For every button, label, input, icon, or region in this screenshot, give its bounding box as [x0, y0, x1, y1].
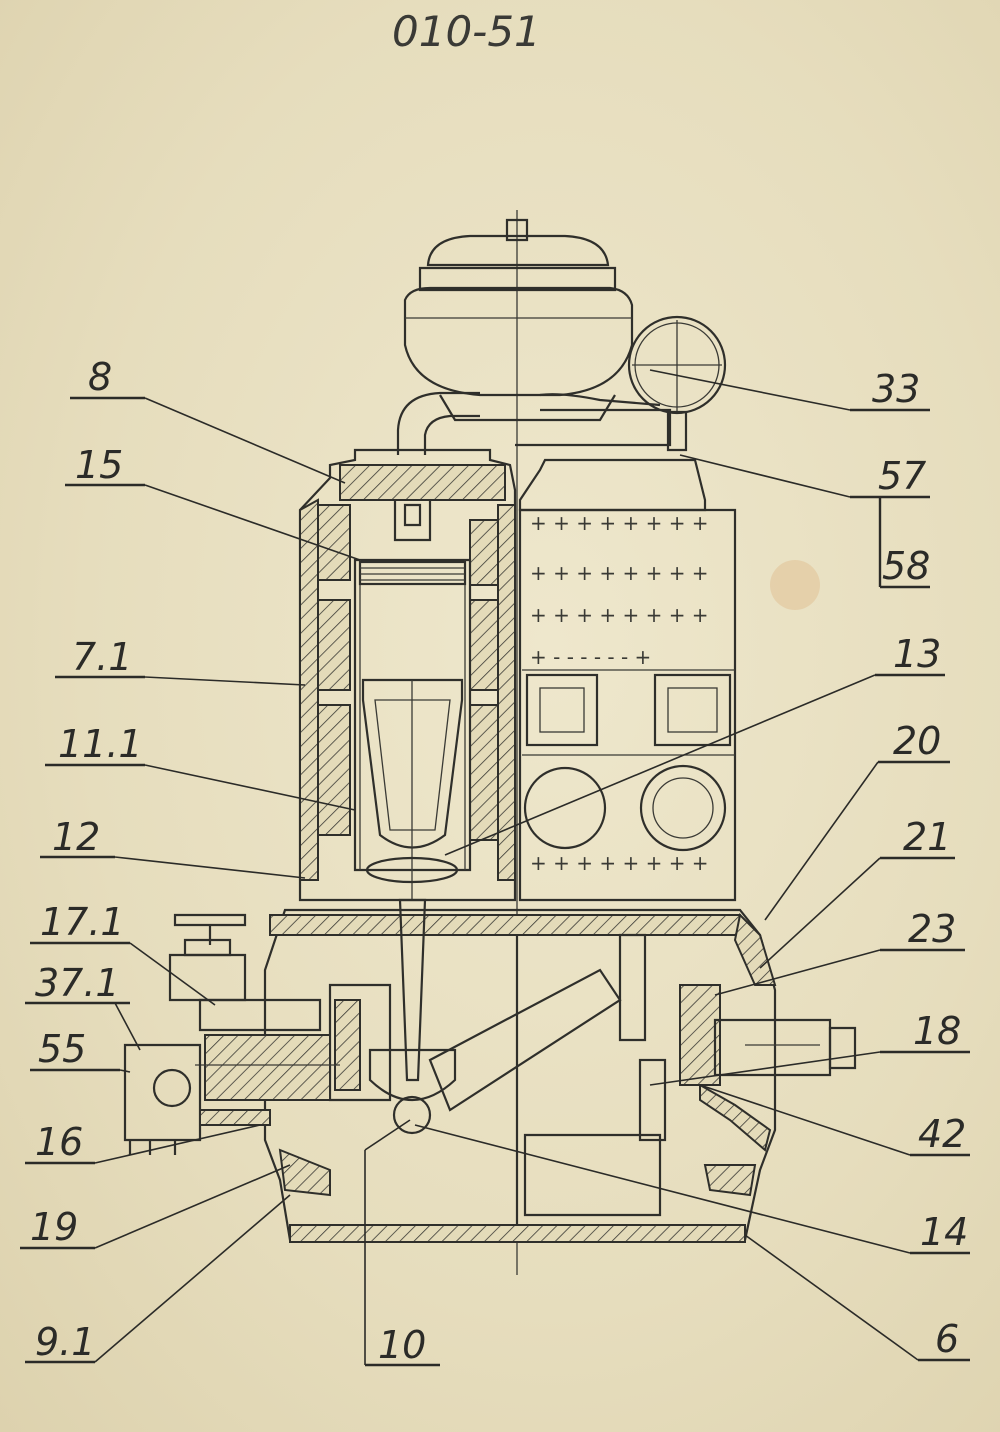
label-21: 21: [903, 815, 951, 859]
label-6: 6: [935, 1317, 959, 1361]
svg-text:+ - - - - - - +: + - - - - - - +: [530, 645, 651, 669]
crankcase: [263, 898, 857, 1243]
svg-text:+ + + + + + + +: + + + + + + + +: [530, 851, 709, 875]
label-15: 15: [75, 443, 123, 487]
label-8: 8: [88, 355, 112, 399]
label-underlines: [20, 396, 970, 1367]
label-13: 13: [893, 632, 941, 676]
label-10: 10: [378, 1323, 426, 1367]
leader-lines: [94, 369, 919, 1365]
pressure-gauge: [627, 315, 727, 452]
label-57: 57: [878, 454, 926, 498]
left-labels: 8 15 7.1 11.1 12 17.1 37.1 55 16 19 9.1: [30, 355, 143, 1364]
cylinder-block: [298, 448, 517, 902]
label-37-1: 37.1: [35, 961, 120, 1005]
label-33: 33: [872, 367, 920, 411]
svg-text:+ + + + + + + +: + + + + + + + +: [530, 603, 709, 627]
intake-pipe: [396, 391, 672, 455]
drawing-number: 010-51: [392, 7, 541, 56]
label-11-1: 11.1: [58, 722, 143, 766]
stain-spot: [770, 560, 820, 610]
label-58: 58: [882, 544, 930, 588]
label-18: 18: [913, 1009, 961, 1053]
label-16: 16: [35, 1120, 83, 1164]
label-20: 20: [893, 719, 941, 763]
label-23: 23: [908, 907, 956, 951]
label-42: 42: [918, 1112, 966, 1156]
svg-text:+ + + + + + + +: + + + + + + + +: [530, 561, 709, 585]
oil-pump-assembly: [123, 913, 340, 1155]
right-labels: 33 57 58 13 20 21 23 18 42 14 6: [872, 367, 968, 1361]
label-9-1: 9.1: [35, 1320, 95, 1364]
svg-text:+ + + + + + + +: + + + + + + + +: [530, 511, 709, 535]
label-55: 55: [38, 1027, 86, 1071]
label-19: 19: [30, 1205, 78, 1249]
gear-housing: + + + + + + + + + + + + + + + + + + + + …: [518, 458, 737, 902]
label-7-1: 7.1: [72, 635, 132, 679]
label-14: 14: [920, 1210, 968, 1254]
label-17-1: 17.1: [40, 900, 125, 944]
label-12: 12: [52, 815, 100, 859]
bottom-labels: 10: [378, 1323, 426, 1367]
